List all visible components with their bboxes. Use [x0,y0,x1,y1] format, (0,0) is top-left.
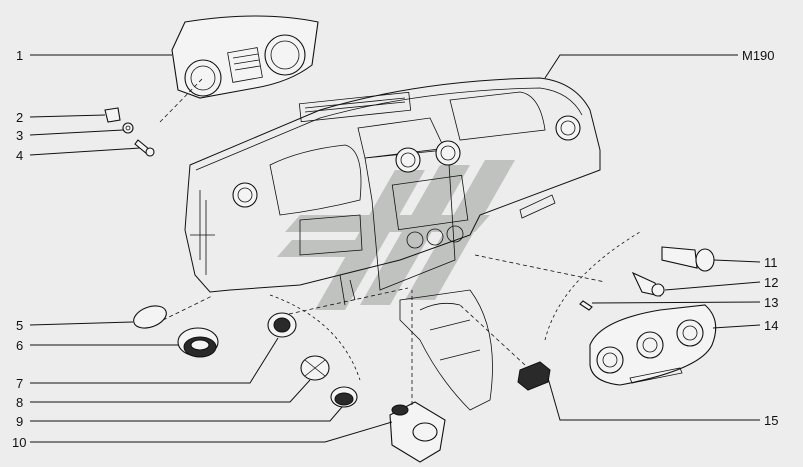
blank-cover [133,305,167,329]
callout-7: 7 [16,376,23,391]
connector [517,361,551,391]
center-controls [406,225,464,249]
callout-8: 8 [16,395,23,410]
cigarette-lighter [330,386,358,408]
callout-labels: 1 2 3 4 5 6 7 8 9 10 11 12 13 14 15 M190 [12,48,778,450]
callout-9: 9 [16,414,23,429]
small-screw [579,300,593,311]
heater-control-panel [589,304,717,386]
round-switch [177,327,219,358]
retaining-ring [300,355,330,381]
callout-15: 15 [764,413,778,428]
callout-2: 2 [16,110,23,125]
callout-13: 13 [764,295,778,310]
nut [122,122,134,134]
leader-lines [29,54,761,443]
callout-5: 5 [16,318,23,333]
power-socket [389,401,446,463]
diagram-code: M190 [742,48,775,63]
callout-4: 4 [16,148,23,163]
callout-11: 11 [764,255,778,270]
watermark-logo [277,160,515,310]
bracket-clip [104,107,121,123]
vent-left [232,182,258,208]
screw [134,139,155,157]
callout-12: 12 [764,275,778,290]
callout-10: 10 [12,435,26,450]
vent-center-right [435,140,461,166]
dashboard-panel [184,77,601,411]
callout-14: 14 [764,318,778,333]
vent-right [555,115,581,141]
callout-3: 3 [16,128,23,143]
socket-ring [267,312,297,338]
push-switch [661,246,715,272]
bulb-holder [631,271,665,297]
vent-center-left [395,147,421,173]
callout-1: 1 [16,48,23,63]
callout-6: 6 [16,338,23,353]
instrument-cluster [171,15,319,99]
